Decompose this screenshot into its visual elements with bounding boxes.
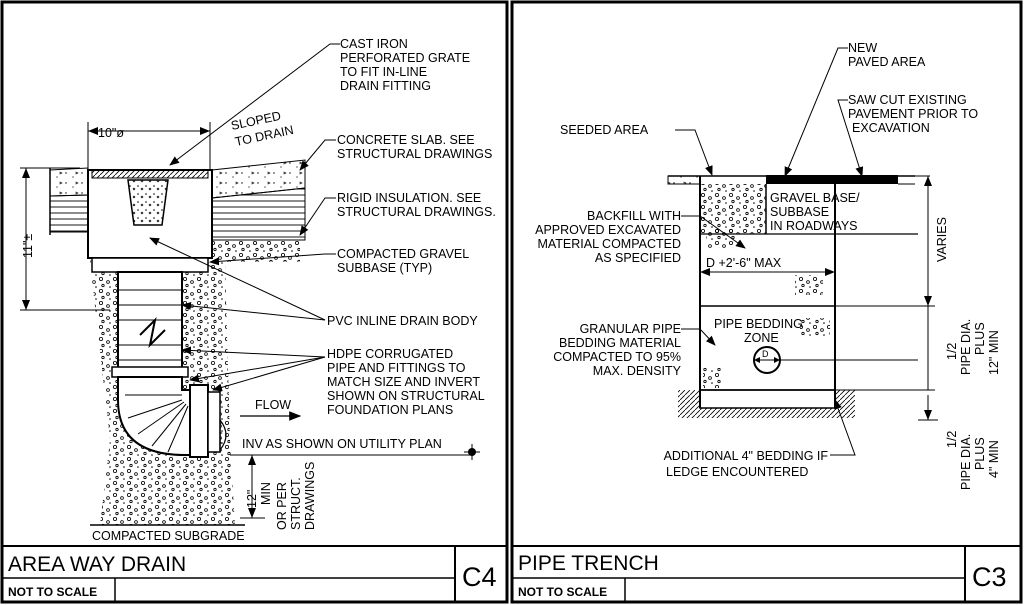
callout-insul-1: RIGID INSULATION. SEE (337, 191, 481, 205)
width-dim: D +2'-6" MAX (706, 256, 782, 270)
saw-cut-2: PAVEMENT PRIOR TO (848, 107, 978, 121)
callout-hdpe-3: MATCH SIZE AND INVERT (327, 375, 480, 389)
dim-height: 11"± (21, 234, 35, 258)
pipe-trench-drawing (667, 47, 938, 456)
area-way-drain-drawing (20, 43, 480, 526)
saw-cut-3: EXCAVATION (852, 121, 930, 135)
new-paved-1: NEW (848, 41, 877, 55)
dim-lower-4: 4" MIN (987, 440, 1001, 478)
subgrade-label: COMPACTED SUBGRADE (92, 529, 245, 543)
callout-gravel-1: COMPACTED GRAVEL (337, 247, 469, 261)
varies-dim: VARIES (935, 217, 949, 262)
callout-grate-1: CAST IRON (340, 37, 408, 51)
gravel-base-1: GRAVEL BASE/ (770, 191, 860, 205)
callout-hdpe-5: FOUNDATION PLANS (327, 403, 453, 417)
left-code: C4 (462, 562, 497, 592)
granular-4: MAX. DENSITY (593, 364, 682, 378)
backfill-1: BACKFILL WITH (587, 209, 681, 223)
left-title: AREA WAY DRAIN (8, 553, 186, 576)
dim-upper-3: PLUS (973, 322, 987, 355)
backfill-4: AS SPECIFIED (595, 251, 681, 265)
callout-slab-1: CONCRETE SLAB. SEE (337, 133, 475, 147)
additional-2: LEDGE ENCOUNTERED (666, 465, 808, 479)
right-title: PIPE TRENCH (518, 552, 659, 575)
dim-upper-2: PIPE DIA. (959, 319, 973, 375)
flow-label: FLOW (255, 398, 291, 412)
callout-hdpe-4: SHOWN ON STRUCTURAL (327, 389, 485, 403)
left-scale: NOT TO SCALE (8, 585, 97, 599)
dim-lower-2: PIPE DIA. (959, 434, 973, 490)
dim-lower-1: 1/2 (945, 431, 959, 448)
right-panel-frame (510, 0, 1023, 604)
callout-insul-2: STRUCTURAL DRAWINGS. (337, 205, 496, 219)
gravel-base-2: SUBBASE (770, 205, 829, 219)
granular-1: GRANULAR PIPE (580, 322, 681, 336)
callout-pvc: PVC INLINE DRAIN BODY (327, 314, 478, 328)
dim-upper-1: 1/2 (945, 343, 959, 360)
pipe-zone-1: PIPE BEDDING (714, 317, 803, 331)
additional-1: ADDITIONAL 4" BEDDING IF (664, 449, 829, 463)
callout-gravel-2: SUBBASE (TYP) (337, 261, 432, 275)
callout-slab-2: STRUCTURAL DRAWINGS (337, 147, 492, 161)
callout-grate-4: DRAIN FITTING (340, 79, 431, 93)
pipe-d-label: D (762, 349, 769, 359)
callout-grate-3: TO FIT IN-LINE (340, 65, 427, 79)
or-per-3: DRAWINGS (303, 462, 317, 530)
inv-label: INV AS SHOWN ON UTILITY PLAN (242, 437, 442, 451)
dim-lower-3: PLUS (973, 437, 987, 470)
right-scale: NOT TO SCALE (518, 585, 607, 599)
left-panel-frame (0, 0, 509, 604)
dim-upper-4: 12" MIN (987, 330, 1001, 375)
callout-hdpe-2: PIPE AND FITTINGS TO (327, 361, 466, 375)
dim-min-value: 12" (245, 490, 259, 508)
callout-hdpe-1: HDPE CORRUGATED (327, 347, 453, 361)
new-paved-2: PAVED AREA (848, 55, 926, 69)
gravel-base-3: IN ROADWAYS (770, 219, 858, 233)
callout-grate-2: PERFORATED GRATE (340, 51, 470, 65)
right-code: C3 (972, 562, 1007, 592)
granular-2: BEDDING MATERIAL (559, 336, 681, 350)
granular-3: COMPACTED TO 95% (553, 350, 681, 364)
seeded-label: SEEDED AREA (560, 123, 649, 137)
pipe-zone-2: ZONE (744, 331, 779, 345)
dim-diameter: 10"ø (98, 126, 124, 140)
backfill-3: MATERIAL COMPACTED (537, 237, 681, 251)
dim-min-label: MIN (259, 482, 273, 505)
or-per-1: OR PER (275, 482, 289, 530)
backfill-2: APPROVED EXCAVATED (535, 223, 681, 237)
or-per-2: STRUCT. (289, 477, 303, 530)
saw-cut-1: SAW CUT EXISTING (848, 93, 967, 107)
